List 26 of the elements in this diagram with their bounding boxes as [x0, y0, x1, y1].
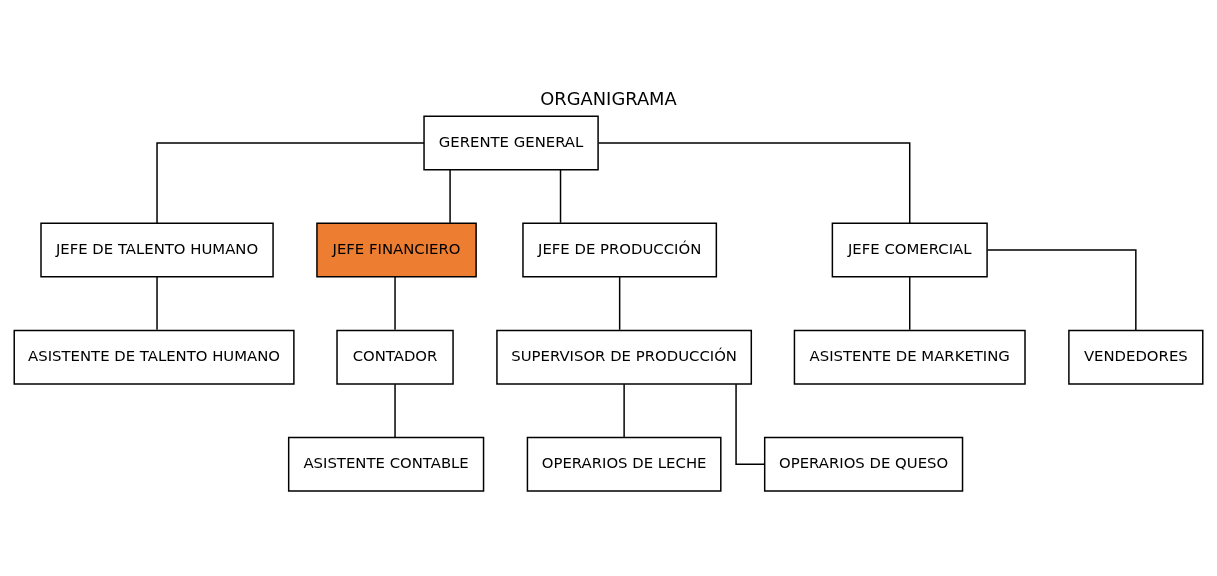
connector	[623, 383, 625, 438]
node-box: ASISTENTE CONTABLE	[287, 436, 485, 492]
node-box: JEFE DE PRODUCCIÓN	[522, 222, 718, 278]
connector	[986, 249, 1137, 331]
diagram-title: ORGANIGRAMA	[540, 88, 677, 110]
node-box: VENDEDORES	[1068, 329, 1204, 385]
node-box: JEFE DE TALENTO HUMANO	[40, 222, 274, 278]
connector	[618, 276, 621, 331]
connector	[559, 169, 562, 224]
node-box: ASISTENTE DE MARKETING	[793, 329, 1026, 385]
node-box: ASISTENTE DE TALENTO HUMANO	[13, 329, 295, 385]
node-box: GERENTE GENERAL	[423, 115, 599, 171]
connector	[156, 276, 158, 331]
connector	[394, 383, 396, 438]
connector	[394, 276, 396, 331]
node-box: OPERARIOS DE LECHE	[526, 436, 722, 492]
connector	[449, 169, 451, 224]
node-box: CONTADOR	[336, 329, 454, 385]
connector	[909, 276, 911, 331]
node-box: JEFE FINANCIERO	[316, 222, 477, 278]
connector	[597, 142, 911, 224]
node-box: JEFE COMERCIAL	[831, 222, 988, 278]
connector	[156, 142, 425, 224]
connector	[735, 383, 766, 465]
node-box: OPERARIOS DE QUESO	[763, 436, 964, 492]
node-box: SUPERVISOR DE PRODUCCIÓN	[496, 329, 753, 385]
